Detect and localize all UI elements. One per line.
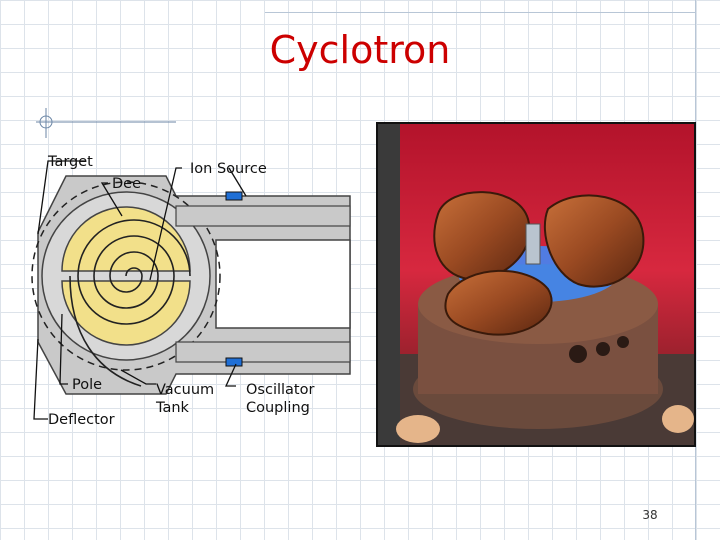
- cyclotron-photo-image: [378, 124, 694, 445]
- label-target: Target: [47, 154, 93, 170]
- label-dee: Dee: [112, 176, 141, 192]
- label-deflector: Deflector: [48, 412, 115, 428]
- label-oscillator: Oscillator: [246, 382, 314, 398]
- crosshair-icon: [36, 108, 176, 138]
- label-coupling: Coupling: [246, 400, 310, 416]
- label-tank: Tank: [155, 400, 190, 416]
- label-vacuum: Vacuum: [156, 382, 214, 398]
- oscillator-electrode: [225, 357, 243, 367]
- ion-source-electrode: [225, 191, 243, 201]
- slide-title: Cyclotron: [269, 28, 451, 72]
- cyclotron-schematic: Target Dee Ion Source Pole Vacuum Tank O…: [31, 108, 351, 428]
- top-frame-decoration: [265, 0, 696, 13]
- label-pole: Pole: [72, 377, 102, 393]
- dee-upper: [61, 206, 191, 272]
- label-ion-source: Ion Source: [190, 161, 267, 177]
- cyclotron-photo: [376, 122, 696, 447]
- particle-spiral: [77, 219, 191, 325]
- dee-lower: [61, 280, 191, 346]
- page-number: 38: [642, 508, 658, 522]
- magnet-gap: [215, 239, 351, 329]
